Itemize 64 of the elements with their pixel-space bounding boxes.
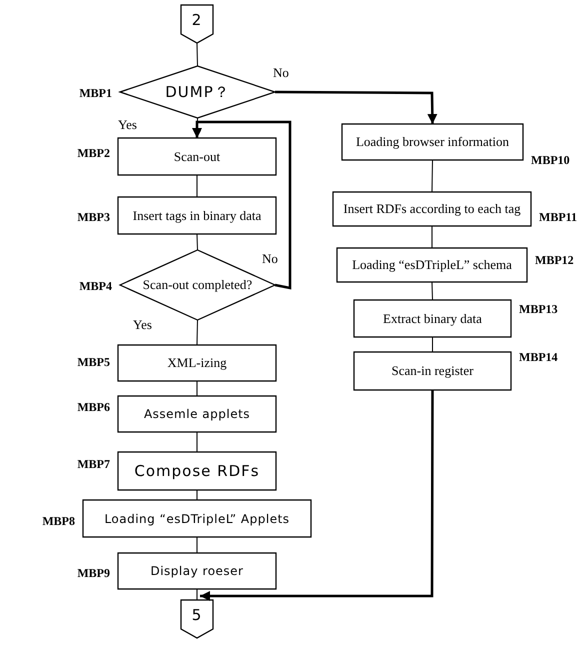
step-text: Extract binary data [383,310,482,326]
step-code: MBP8 [42,514,75,529]
connector-number: 2 [192,11,202,29]
connector-line [196,174,198,198]
step-text: Insert RDFs according to each tag [343,201,521,217]
connector-number: 5 [192,606,202,624]
connector-line [196,320,198,346]
step-code: MBP4 [79,279,112,294]
connector-line [196,536,198,554]
connector-line [432,336,433,352]
step-text: Insert tags in binary data [132,208,262,224]
off-page-connector [181,600,213,638]
step-text: Loading “esDTripleL” Applets [104,512,290,526]
process-box [354,352,511,390]
step-text: DUMP？ [165,82,230,102]
step-text: Loading browser information [356,134,510,150]
step-text: Scan-in register [392,363,474,379]
process-box [354,300,511,337]
step-code: MBP3 [77,210,110,225]
step-text: Scan-out completed? [142,277,252,293]
step-code: MBP12 [535,253,574,268]
decision-diamond [120,66,275,118]
process-box [118,452,276,490]
connector-line [196,380,198,396]
step-text: Loading “esDTripleL” schema [352,257,512,273]
edge-label: No [262,252,278,266]
step-text: Scan-out [174,148,220,164]
process-box [118,197,276,234]
step-text: XML-izing [167,355,227,371]
step-code: MBP5 [77,355,110,370]
step-code: MBP9 [77,566,110,581]
edge-label: Yes [118,118,137,132]
connector-line [196,42,198,66]
process-box [118,345,276,381]
edge-label: No [273,66,289,80]
step-code: MBP10 [531,153,570,168]
arrow [200,390,434,601]
step-code: MBP13 [519,302,558,317]
step-code: MBP7 [77,457,110,472]
process-box [118,138,276,175]
edge-label: Yes [133,318,152,332]
step-code: MBP2 [77,146,110,161]
process-box [118,396,276,432]
connector-line [196,490,198,500]
connector-line [196,234,198,250]
connector-line [432,160,433,192]
arrow [275,90,438,124]
connector-line [432,282,433,300]
process-box [342,124,523,160]
step-text: Compose RDFs [134,462,260,480]
step-text: Assemle applets [144,407,250,421]
process-box [118,553,276,589]
connector-line [196,588,198,600]
process-box [333,192,531,226]
step-text: Display roeser [150,564,244,578]
connector-line [196,432,198,452]
process-box [83,500,311,537]
step-code: MBP6 [77,400,110,415]
process-box [337,248,527,282]
arrow [192,120,292,290]
step-code: MBP11 [539,210,577,225]
step-code: MBP14 [519,350,558,365]
off-page-connector [181,5,213,43]
step-code: MBP1 [79,86,112,101]
